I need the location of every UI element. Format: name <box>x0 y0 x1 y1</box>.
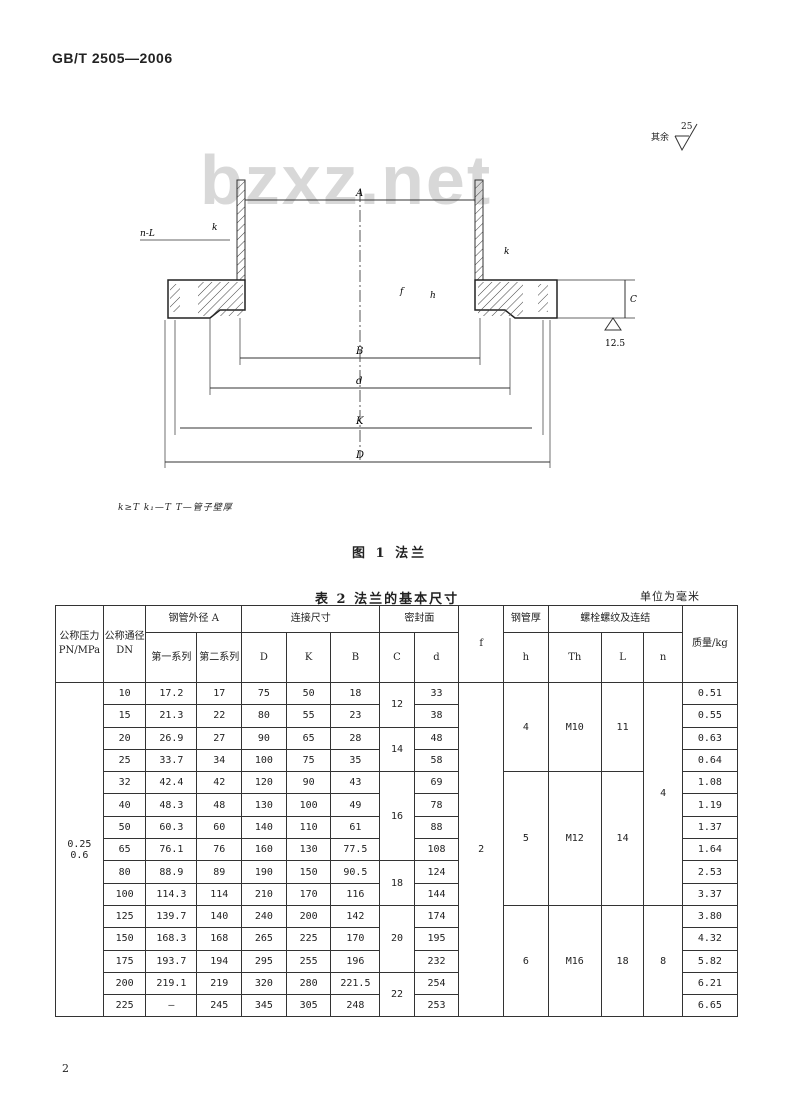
table-row: 80 88.9 89 190 150 90.5 18 124 2.53 <box>56 860 739 906</box>
label-K: K <box>355 416 364 427</box>
table-row: 20 26.9 27 90 65 28 14 48 0.63 <box>56 726 739 773</box>
cell-pn: 0.25 0.6 <box>55 681 104 1018</box>
table-row: 15 21.3 22 80 55 23 38 0.55 <box>56 704 739 728</box>
th-Th: Th <box>547 632 602 683</box>
table-row: 150 168.3 168 265 225 170 195 4.32 <box>56 927 739 951</box>
table-row: 175 193.7 194 295 255 196 232 5.82 <box>56 949 739 973</box>
th-series1: 第一系列 <box>145 632 198 683</box>
table-row: 200 219.1 219 320 280 221.5 22 254 6.21 <box>56 971 739 1018</box>
th-B: B <box>330 632 381 683</box>
th-f: f <box>458 605 505 683</box>
roughness-value: 25 <box>681 122 693 132</box>
pipe-wall-left <box>236 179 246 281</box>
weld-hatch-right <box>478 282 523 316</box>
th-d: d <box>413 632 460 683</box>
label-n-L: n-L <box>140 229 155 239</box>
th-mass: 质量/kg <box>681 605 739 683</box>
label-roughness-value: 12.5 <box>605 339 625 349</box>
table-row: 65 76.1 76 160 130 77.5 108 1.64 <box>56 838 739 862</box>
cell-f: 2 <box>458 681 505 1018</box>
label-h: h <box>430 291 436 301</box>
table-row: 32 42.4 42 120 90 43 16 69 5 M12 14 1.08 <box>56 771 739 906</box>
label-k: k <box>212 223 217 233</box>
label-D: D <box>355 450 364 461</box>
label-C: C <box>630 295 637 305</box>
roughness-label: 其余 <box>651 133 670 143</box>
watermark: bzxz.net <box>200 141 493 219</box>
weld-hatch-left <box>198 282 243 316</box>
label-k1: k <box>504 247 509 257</box>
th-neck: 钢管厚 <box>503 605 549 633</box>
bolt-hole-right <box>538 284 548 312</box>
th-L: L <box>600 632 645 683</box>
th-pipe-od: 钢管外径 A <box>145 605 243 633</box>
standard-number: GB/T 2505—2006 <box>52 50 173 66</box>
table-row: 0.25 0.6 10 17.2 17 75 50 18 12 33 2 4 M… <box>55 681 739 1018</box>
th-pn: 公称压力 PN/MPa <box>55 605 104 683</box>
th-K: K <box>285 632 332 683</box>
label-d: d <box>356 376 362 387</box>
table-row: 125 139.7 140 240 200 142 20 174 6 M16 1… <box>56 904 739 1018</box>
table-row: 40 48.3 48 130 100 49 78 1.19 <box>56 793 739 817</box>
th-C: C <box>379 632 415 683</box>
table-caption: 表 2 法兰的基本尺寸 <box>315 592 460 607</box>
table-row: 225 — 245 345 305 248 253 6.65 <box>56 994 739 1018</box>
th-seal: 密封面 <box>379 605 460 633</box>
label-f: f <box>399 287 405 297</box>
th-dn: 公称通径 DN <box>102 605 147 683</box>
figure-caption: 图 1 法兰 <box>352 546 428 561</box>
th-h: h <box>503 632 549 683</box>
bolt-hole-left <box>170 284 180 312</box>
surface-roughness-note: 其余 25 <box>651 122 711 162</box>
flange-drawing: A B d K D n-L k k f h C 12.5 <box>140 179 637 468</box>
label-A: A <box>355 188 363 199</box>
th-series2: 第二系列 <box>196 632 243 683</box>
roughness-symbol-icon <box>674 123 698 152</box>
page-number: 2 <box>62 1062 69 1075</box>
table-row: 25 33.7 34 100 75 35 58 0.64 <box>56 748 739 773</box>
roughness-symbol-small-icon <box>604 317 622 331</box>
th-D: D <box>241 632 287 683</box>
label-B: B <box>355 346 363 357</box>
th-bolt: 螺栓螺纹及连结 <box>547 605 683 633</box>
table-row: 50 60.3 60 140 110 61 88 1.37 <box>56 815 739 840</box>
unit-note: 单位为毫米 <box>640 590 700 603</box>
flange-dimensions-table: 公称压力 PN/MPa 公称通径 DN 钢管外径 A 连接尺寸 密封面 f 钢管… <box>55 605 739 1018</box>
pipe-wall-right <box>474 179 484 281</box>
th-conn: 连接尺寸 <box>241 605 381 633</box>
figure-note: k≥T k₁—T T—管子壁厚 <box>118 503 233 513</box>
table-row: 100 114.3 114 210 170 116 144 3.37 <box>56 882 739 906</box>
th-n: n <box>643 632 683 683</box>
